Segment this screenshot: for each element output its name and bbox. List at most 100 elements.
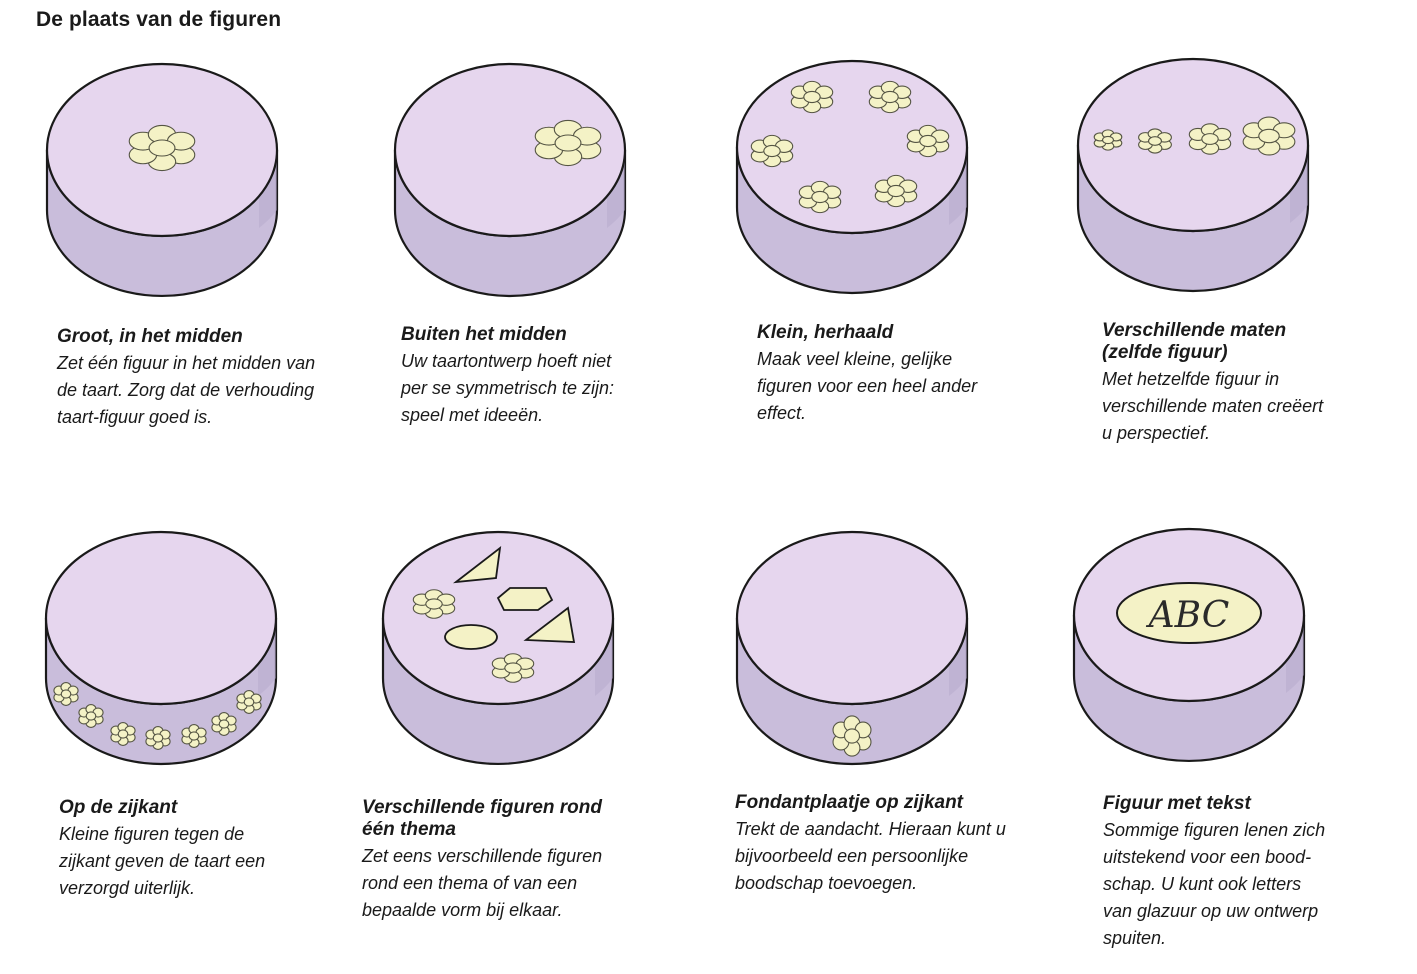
caption-text-line: effect. bbox=[757, 403, 807, 423]
caption-text-line: Trekt de aandacht. Hieraan kunt u bbox=[735, 819, 1006, 839]
caption-title: Buiten het midden bbox=[401, 324, 721, 346]
flower-icon bbox=[874, 174, 918, 208]
caption-text-line: Kleine figuren tegen de bbox=[59, 824, 245, 844]
flower-icon bbox=[236, 690, 262, 714]
cake-figuur-met-tekst: ABC bbox=[1072, 527, 1306, 763]
flower-icon bbox=[1093, 129, 1123, 151]
caption-title: Fondantplaatje op zijkant bbox=[735, 792, 1055, 814]
cake-top bbox=[381, 530, 615, 706]
caption-text-line: rond een thema of van een bbox=[362, 873, 578, 893]
cake-body bbox=[381, 530, 615, 766]
caption-title-line: Groot, in het midden bbox=[57, 326, 243, 347]
flower-icon bbox=[1188, 123, 1232, 155]
caption-title-line: (zelfde figuur) bbox=[1102, 342, 1228, 363]
cake-groot-midden bbox=[45, 62, 279, 298]
cake-body bbox=[1076, 57, 1310, 293]
flower-icon bbox=[1242, 116, 1296, 156]
page-title: De plaats van de figuren bbox=[36, 8, 282, 31]
caption-verschillende-maten: Verschillende maten(zelfde figuur)Met he… bbox=[1102, 320, 1417, 447]
caption-text: Kleine figuren tegen de zijkant geven de … bbox=[59, 821, 379, 902]
flower-icon bbox=[491, 653, 535, 683]
flower-icon bbox=[211, 712, 237, 736]
flower-icon bbox=[110, 722, 136, 746]
cake-verschillende-figuren bbox=[381, 530, 615, 766]
caption-text: Maak veel kleine, gelijke figuren voor ee… bbox=[757, 346, 1077, 427]
caption-text-line: verzorgd uiterlijk. bbox=[59, 878, 196, 898]
flower-icon bbox=[53, 682, 79, 706]
caption-text-line: schap. U kunt ook letters bbox=[1103, 874, 1302, 894]
flower-icon bbox=[790, 80, 834, 114]
caption-text: Sommige figuren lenen zich uitstekend voo… bbox=[1103, 817, 1417, 952]
flower-icon bbox=[798, 180, 842, 214]
caption-text-line: uitstekend voor een bood- bbox=[1103, 847, 1312, 867]
caption-text-line: per se symmetrisch te zijn: bbox=[401, 378, 615, 398]
caption-text-line: van glazuur op uw ontwerp bbox=[1103, 901, 1319, 921]
cake-verschillende-maten bbox=[1076, 57, 1310, 293]
cake-buiten-midden bbox=[393, 62, 627, 298]
flower-icon bbox=[128, 124, 196, 172]
caption-text-line: Sommige figuren lenen zich bbox=[1103, 820, 1326, 840]
caption-text-line: bepaalde vorm bij elkaar. bbox=[362, 900, 563, 920]
cake-top bbox=[735, 530, 969, 706]
cake-body bbox=[735, 59, 969, 295]
cake-op-de-zijkant bbox=[44, 530, 278, 766]
caption-text-line: figuren voor een heel ander bbox=[757, 376, 978, 396]
caption-title: Figuur met tekst bbox=[1103, 793, 1417, 815]
caption-text-line: de taart. Zorg dat de verhouding bbox=[57, 380, 315, 400]
cake-body bbox=[735, 530, 969, 766]
caption-text-line: taart-figuur goed is. bbox=[57, 407, 213, 427]
caption-title-line: één thema bbox=[362, 819, 456, 840]
caption-buiten-midden: Buiten het midden Uw taartontwerp hoeft n… bbox=[401, 324, 721, 429]
caption-title-line: Verschillende figuren rond bbox=[362, 797, 603, 818]
plaque-text: ABC bbox=[1146, 595, 1230, 636]
flower-icon bbox=[78, 704, 104, 728]
cake-top bbox=[393, 62, 627, 238]
caption-title-line: Figuur met tekst bbox=[1103, 793, 1251, 814]
flower-icon bbox=[1138, 128, 1172, 154]
caption-text-line: Met hetzelfde figuur in bbox=[1102, 369, 1280, 389]
cake-fondantplaatje bbox=[735, 530, 969, 766]
hexagon-shape bbox=[496, 587, 554, 611]
cake-body bbox=[393, 62, 627, 298]
caption-text: Trekt de aandacht. Hieraan kunt u bijvoor… bbox=[735, 816, 1055, 897]
caption-title: Op de zijkant bbox=[59, 797, 379, 819]
caption-text-line: boodschap toevoegen. bbox=[735, 873, 918, 893]
oval-shape bbox=[444, 624, 498, 650]
cake-klein-herhaald bbox=[735, 59, 969, 295]
caption-title: Verschillende maten(zelfde figuur) bbox=[1102, 320, 1417, 364]
caption-text: Uw taartontwerp hoeft niet per se symmetr… bbox=[401, 348, 721, 429]
caption-title-line: Verschillende maten bbox=[1102, 320, 1287, 341]
caption-text-line: bijvoorbeeld een persoonlijke bbox=[735, 846, 969, 866]
triangle-shape bbox=[523, 606, 576, 643]
caption-text-line: Uw taartontwerp hoeft niet bbox=[401, 351, 612, 371]
caption-text-line: Maak veel kleine, gelijke bbox=[757, 349, 953, 369]
caption-text-line: spuiten. bbox=[1103, 928, 1167, 948]
flower-icon bbox=[534, 119, 602, 167]
caption-title-line: Buiten het midden bbox=[401, 324, 567, 345]
flower-icon bbox=[412, 589, 456, 619]
flower-icon bbox=[181, 724, 207, 748]
cake-top bbox=[44, 530, 278, 706]
text-plaque: ABC bbox=[1116, 582, 1262, 644]
flower-icon bbox=[750, 134, 794, 168]
caption-text-line: zijkant geven de taart een bbox=[59, 851, 266, 871]
caption-title-line: Fondantplaatje op zijkant bbox=[735, 792, 964, 813]
caption-text-line: speel met ideeën. bbox=[401, 405, 544, 425]
flower-icon bbox=[832, 715, 872, 757]
flower-icon bbox=[145, 726, 171, 750]
flower-icon bbox=[868, 80, 912, 114]
caption-title-line: Op de zijkant bbox=[59, 797, 178, 818]
caption-title-line: Klein, herhaald bbox=[757, 322, 894, 343]
mixed-shapes bbox=[412, 545, 576, 683]
cake-body bbox=[45, 62, 279, 298]
